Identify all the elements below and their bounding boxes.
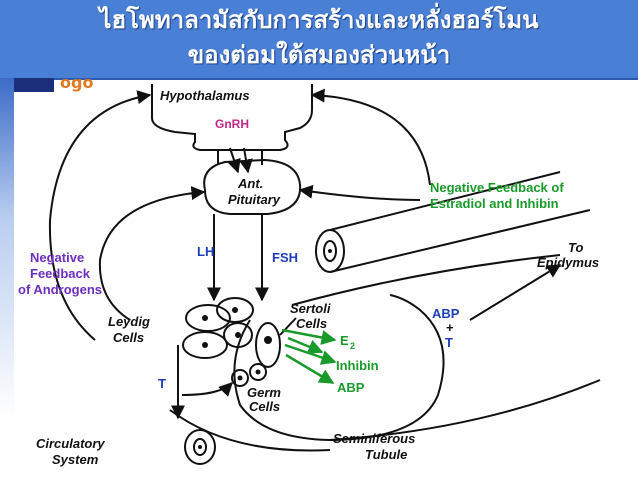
sertoli-cell bbox=[255, 322, 281, 368]
label-neg-fb-androgens-1: Negative bbox=[30, 250, 84, 265]
circulatory-lumen bbox=[193, 438, 207, 456]
germ-cell-2 bbox=[249, 363, 267, 381]
germ-cell-1 bbox=[231, 369, 249, 387]
label-neg-fb-estradiol-2: Estradiol and Inhibin bbox=[430, 196, 559, 211]
stalk-arrow-2 bbox=[239, 147, 253, 174]
label-germ-cells: Cells bbox=[249, 399, 280, 414]
right-outer-loop bbox=[310, 88, 431, 186]
leydig-nucleus-2 bbox=[232, 307, 238, 313]
tubule-outer-wall bbox=[291, 254, 561, 306]
sertoli-extension bbox=[279, 317, 297, 336]
label-neg-fb-androgens-3: of Androgens bbox=[18, 282, 102, 297]
corner-logo-text: ogo bbox=[60, 74, 94, 92]
right-inner-loop bbox=[298, 184, 421, 201]
label-system: System bbox=[52, 452, 99, 467]
leydig-nucleus-1 bbox=[202, 315, 208, 321]
corner-logo-mark bbox=[14, 78, 54, 92]
leydig-nucleus-4 bbox=[235, 332, 241, 338]
label-abp-right: ABP bbox=[432, 306, 460, 321]
label-plus: + bbox=[446, 320, 454, 335]
germ-nucleus-1 bbox=[237, 375, 243, 381]
green-arrow-4 bbox=[287, 336, 324, 354]
seminiferous-tubule bbox=[233, 294, 445, 442]
title-line-2: ของต่อมใต้สมองส่วนหน้า bbox=[187, 41, 451, 69]
label-circulatory: Circulatory bbox=[36, 436, 105, 451]
leydig-cell-4 bbox=[223, 322, 253, 348]
label-sertoli-cells: Cells bbox=[296, 316, 327, 331]
blood-vessel-lower bbox=[329, 209, 591, 273]
left-outer-loop bbox=[48, 90, 152, 341]
epidymus-arrow bbox=[469, 264, 562, 321]
label-epidymus: Epidymus bbox=[537, 255, 599, 270]
label-leydig: Leydig bbox=[108, 314, 150, 329]
leydig-nucleus-3 bbox=[202, 342, 208, 348]
left-inner-loop bbox=[98, 186, 206, 321]
label-neg-fb-estradiol-1: Negative Feedback of bbox=[430, 180, 564, 195]
label-inhibin: Inhibin bbox=[336, 358, 379, 373]
title-bar: ไฮโพทาลามัสกับการสร้างและหลั่งฮอร์โมน ขอ… bbox=[0, 0, 638, 80]
label-gnrh: GnRH bbox=[215, 117, 249, 131]
label-e2-subscript: 2 bbox=[350, 341, 355, 351]
hypothalamus-shape bbox=[151, 84, 313, 151]
label-germ: Germ bbox=[247, 385, 281, 400]
label-t-left: T bbox=[158, 376, 166, 391]
circulatory-cell bbox=[198, 445, 202, 449]
tubule-lower-curve bbox=[169, 409, 331, 452]
label-e2: E bbox=[340, 333, 349, 348]
label-seminiferous: Seminiferous bbox=[333, 431, 415, 446]
vessel-cross-section bbox=[315, 229, 345, 273]
label-lh: LH bbox=[197, 244, 214, 259]
e2-arrow bbox=[281, 328, 337, 345]
vessel-lumen bbox=[323, 240, 337, 262]
label-tubule: Tubule bbox=[365, 447, 407, 462]
label-fsh: FSH bbox=[272, 250, 298, 265]
leydig-cell-2 bbox=[216, 297, 254, 323]
label-sertoli: Sertoli bbox=[290, 301, 331, 316]
label-pituitary: Pituitary bbox=[228, 192, 281, 207]
circulatory-vessel bbox=[184, 429, 216, 465]
label-abp: ABP bbox=[337, 380, 365, 395]
abp-arrow bbox=[285, 353, 335, 385]
label-leydig-cells: Cells bbox=[113, 330, 144, 345]
blood-vessel-upper bbox=[329, 171, 561, 231]
sertoli-nucleus bbox=[264, 336, 272, 344]
tubule-bottom-wall bbox=[329, 379, 601, 441]
t-arrow-to-tubule bbox=[181, 382, 233, 397]
germ-nucleus-2 bbox=[255, 369, 261, 375]
left-decorative-strip bbox=[0, 78, 14, 479]
label-t-right: T bbox=[445, 335, 453, 350]
stalk-arrow-1 bbox=[227, 147, 241, 174]
label-neg-fb-androgens-2: Feedback bbox=[30, 266, 91, 281]
leydig-cell-1 bbox=[185, 304, 231, 332]
label-hypothalamus: Hypothalamus bbox=[160, 88, 250, 103]
leydig-cell-3 bbox=[182, 331, 228, 359]
pituitary-stalk bbox=[217, 150, 263, 165]
vessel-cell bbox=[328, 249, 332, 253]
label-to: To bbox=[568, 240, 583, 255]
title-line-1: ไฮโพทาลามัสกับการสร้างและหลั่งฮอร์โมน bbox=[99, 6, 539, 34]
label-ant: Ant. bbox=[237, 176, 263, 191]
